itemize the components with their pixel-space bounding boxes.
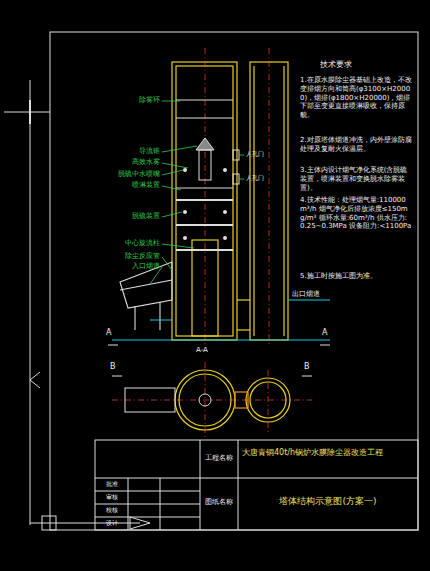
callout-label: 脱硫装置 [100, 212, 160, 221]
callout-label: 出口烟道 [292, 290, 332, 299]
section-mark: A [322, 328, 334, 338]
note-text: 1.在原水膜除尘器基础上改造，不改变排烟方向和筒高(φ3100×H20000)，… [300, 76, 412, 120]
note-text: 5.施工时按施工图为准。 [300, 272, 412, 281]
table-cell: 工程名称 [202, 454, 236, 463]
callout-label: 脱硫中水喷嘴 [90, 170, 160, 179]
notes-heading: 技术要求 [320, 60, 380, 70]
callout-label: 除尘反应管 [90, 252, 160, 261]
callout-label: 中心旋流柱 [90, 239, 160, 248]
section-title: A-A [196, 346, 226, 355]
table-cell: 批准 [96, 480, 127, 488]
callout-label: 除雾环 [100, 96, 160, 105]
callout-label: 导流锥 [100, 147, 160, 156]
table-cell: 审核 [96, 493, 127, 501]
callout-label: 人孔门 [246, 174, 286, 182]
callout-label: 人孔门 [246, 150, 286, 158]
table-cell: 大唐青铜40t/h锅炉水膜除尘器改造工程 [242, 448, 414, 458]
note-text: 4.技术性能：处理烟气量:110000m³/h 烟气净化后排放浓度≤150mg/… [300, 196, 412, 231]
section-mark: A [106, 328, 118, 338]
note-text: 2.对原塔体烟道冲洗，内外壁涂防腐处理及复耐火保温层。 [300, 136, 412, 154]
table-cell: 设计 [96, 519, 127, 527]
section-mark: B [110, 362, 122, 372]
callout-label: 入口烟道 [90, 262, 160, 271]
table-cell: 塔体结构示意图(方案一) [242, 496, 414, 507]
table-cell: 校核 [96, 506, 127, 514]
callout-label: 高效水雾 [100, 158, 160, 167]
callout-label: 喷淋装置 [100, 181, 160, 190]
table-cell: 图纸名称 [202, 498, 236, 507]
section-mark: B [304, 362, 316, 372]
note-text: 3.主体内设计烟气净化系统(含脱硫装置，喷淋装置和变换脱水除雾装置)。 [300, 166, 412, 192]
